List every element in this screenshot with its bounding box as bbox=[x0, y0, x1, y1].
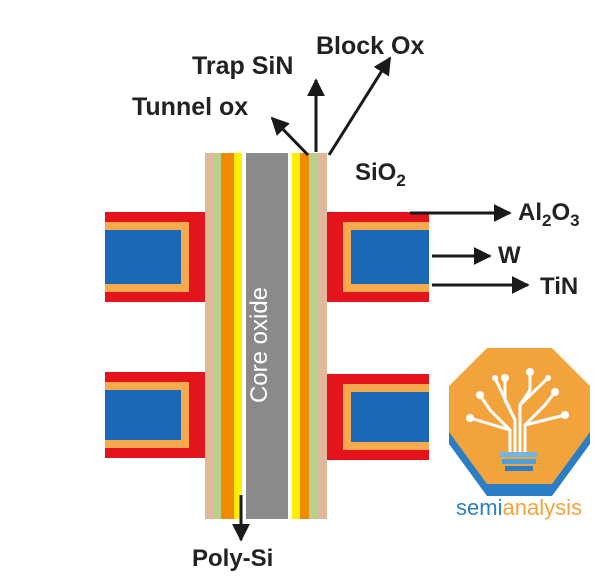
poly-si-label: Poly-Si bbox=[192, 545, 273, 572]
tunnel-ox-label: Tunnel ox bbox=[132, 93, 248, 121]
block-ox-label: Block Ox bbox=[316, 32, 424, 60]
core-oxide-label: Core oxide bbox=[246, 287, 273, 403]
tungsten-layer bbox=[351, 392, 429, 442]
trap-sin-layer-right bbox=[292, 153, 300, 519]
gate-stack-left-lower bbox=[105, 372, 205, 458]
gate-stack-right-upper bbox=[327, 212, 429, 302]
core-oxide bbox=[246, 153, 288, 519]
trap-sin-layer-left bbox=[234, 153, 242, 519]
block-ox-layer-right bbox=[300, 153, 309, 519]
gate-stack-left-upper bbox=[105, 212, 205, 302]
semianalysis-logo: semianalysis bbox=[449, 348, 590, 520]
channel-pillar bbox=[205, 153, 327, 519]
tin-label: TiN bbox=[540, 273, 578, 300]
tunnel-ox-layer-left bbox=[213, 153, 221, 519]
tunnel-ox-layer-right bbox=[309, 153, 317, 519]
circuit-tree-icon bbox=[468, 370, 567, 454]
block-ox-arrow bbox=[327, 56, 392, 156]
bulb-base-icon bbox=[500, 452, 538, 471]
al2o3-label: Al2O3 bbox=[518, 199, 580, 230]
w-label: W bbox=[498, 242, 521, 269]
tungsten-layer bbox=[351, 230, 429, 284]
poly-si-interface-left bbox=[242, 153, 246, 519]
trap-sin-label: Trap SiN bbox=[192, 52, 293, 80]
poly-si-interface-right bbox=[288, 153, 292, 519]
sio2-label: SiO2 bbox=[355, 159, 406, 190]
circuit-nodes bbox=[466, 368, 569, 422]
annotation-arrows bbox=[232, 56, 530, 542]
tunnel-ox-arrow bbox=[270, 116, 310, 157]
gate-stack-right-lower bbox=[327, 374, 429, 460]
tungsten-layer bbox=[105, 230, 181, 284]
block-ox-layer-left bbox=[221, 153, 234, 519]
logo-wordmark: semianalysis bbox=[456, 495, 582, 520]
tungsten-layer bbox=[105, 390, 181, 440]
